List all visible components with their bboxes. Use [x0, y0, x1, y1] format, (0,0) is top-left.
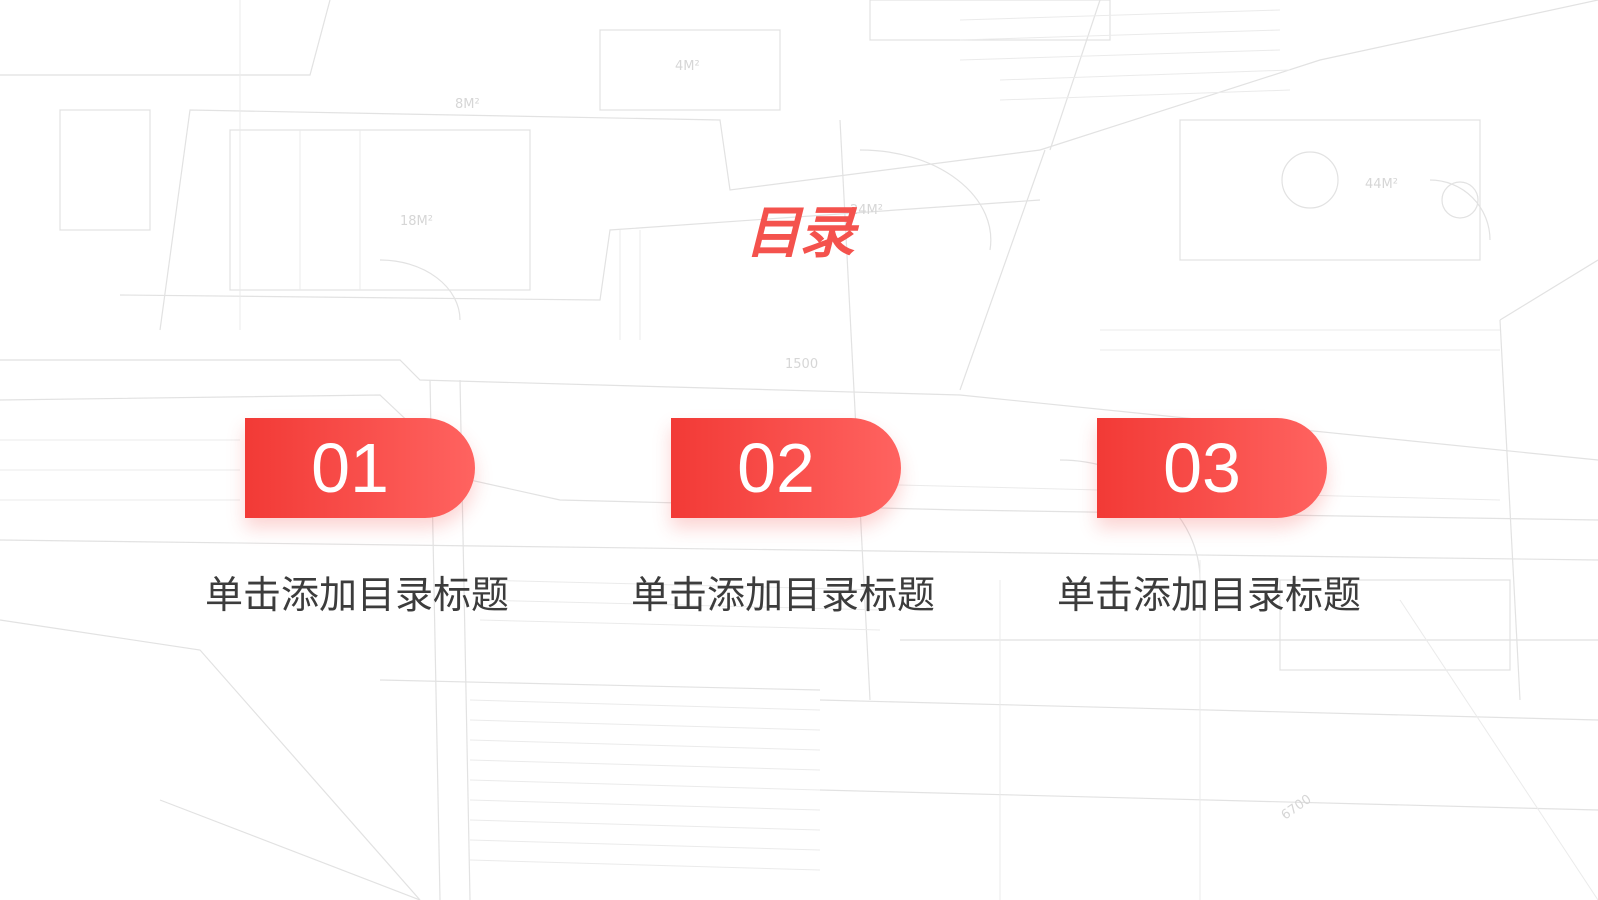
toc-number-badge: 01: [245, 418, 475, 518]
toc-item-label[interactable]: 单击添加目录标题: [1056, 573, 1361, 617]
page-title: 目录: [745, 201, 855, 266]
toc-number-badge: 02: [671, 418, 901, 518]
toc-item-label[interactable]: 单击添加目录标题: [204, 573, 509, 617]
blueprint-label: 1500: [785, 357, 818, 372]
toc-number-badge: 03: [1097, 418, 1327, 518]
toc-number: 02: [737, 429, 815, 507]
toc-number: 01: [311, 429, 389, 507]
blueprint-label: 8M²: [455, 97, 480, 112]
toc-item-3[interactable]: 03 单击添加目录标题: [1029, 418, 1389, 628]
toc-number: 03: [1163, 429, 1241, 507]
blueprint-label: 24M²: [850, 203, 883, 218]
toc-item-2[interactable]: 02 单击添加目录标题: [603, 418, 963, 628]
toc-item-1[interactable]: 01 单击添加目录标题: [177, 418, 537, 628]
toc-item-label[interactable]: 单击添加目录标题: [630, 573, 935, 617]
blueprint-label: 4M²: [675, 59, 700, 74]
blueprint-label: 44M²: [1365, 177, 1398, 192]
blueprint-label: 18M²: [400, 214, 433, 229]
